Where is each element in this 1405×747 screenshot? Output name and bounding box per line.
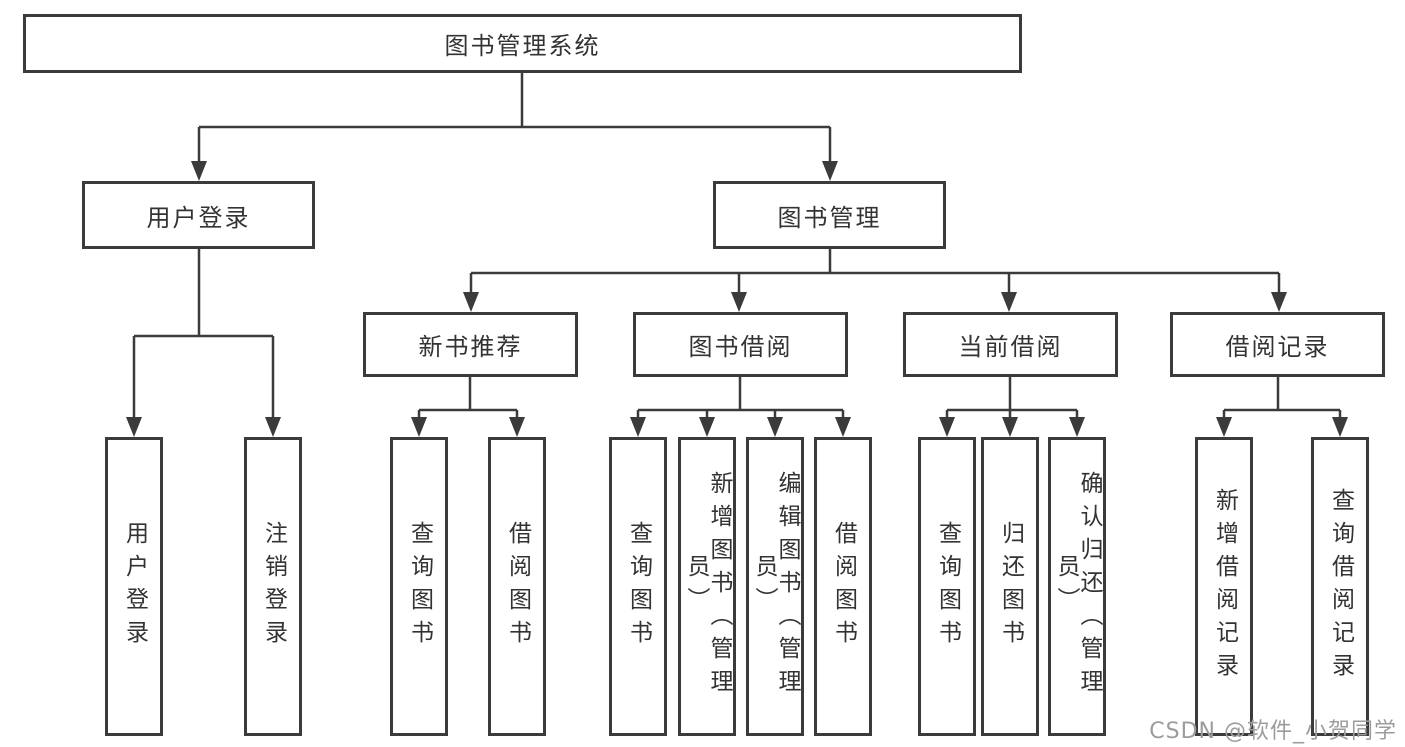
leaf-query-books-borrow: 查询图书 <box>609 437 667 736</box>
leaf-user-login: 用户登录 <box>105 437 163 736</box>
leaf-query-books-recommend: 查询图书 <box>390 437 448 736</box>
node-user-login: 用户登录 <box>82 181 315 249</box>
leaf-confirm-return-admin: 确认归还（管理员） <box>1048 437 1106 736</box>
node-book-borrowing: 图书借阅 <box>633 312 848 377</box>
leaf-edit-book-admin: 编辑图书（管理员） <box>746 437 804 736</box>
leaf-return-books: 归还图书 <box>981 437 1039 736</box>
leaf-logout: 注销登录 <box>244 437 302 736</box>
leaf-add-book-admin: 新增图书（管理员） <box>678 437 736 736</box>
node-library-management-system: 图书管理系统 <box>23 14 1022 73</box>
csdn-watermark: CSDN @软件_小贺同学 <box>1149 719 1397 744</box>
leaf-borrow-books-recommend: 借阅图书 <box>488 437 546 736</box>
tree-edges <box>132 73 1342 420</box>
leaf-add-borrow-record: 新增借阅记录 <box>1195 437 1253 736</box>
node-new-book-recommendation: 新书推荐 <box>363 312 578 377</box>
node-current-borrowing: 当前借阅 <box>903 312 1118 377</box>
node-book-management: 图书管理 <box>713 181 946 249</box>
leaf-query-borrow-record: 查询借阅记录 <box>1311 437 1369 736</box>
arrowheads <box>126 161 1348 437</box>
node-borrowing-records: 借阅记录 <box>1170 312 1385 377</box>
leaf-borrow-books-borrow: 借阅图书 <box>814 437 872 736</box>
leaf-query-books-current: 查询图书 <box>918 437 976 736</box>
